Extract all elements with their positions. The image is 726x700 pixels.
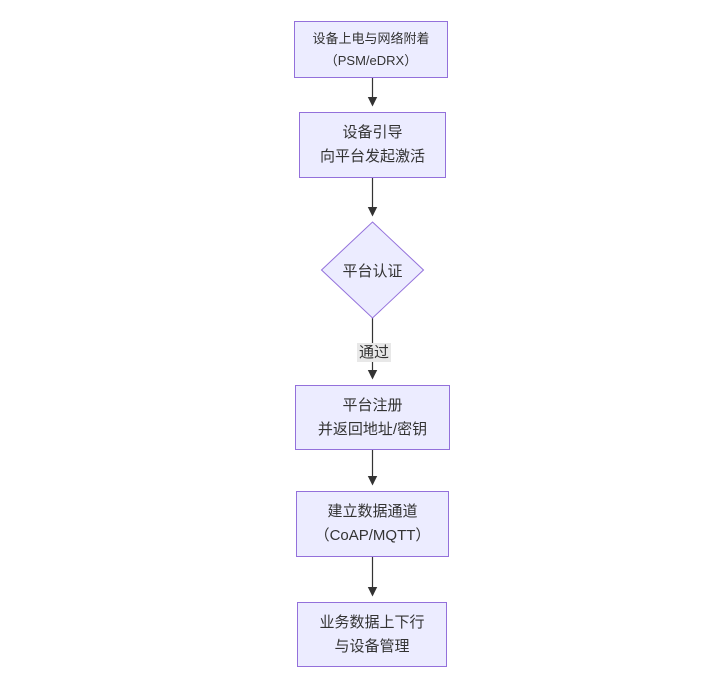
node-line: 并返回地址/密钥	[317, 420, 428, 438]
node-line: （CoAP/MQTT）	[314, 527, 431, 544]
node-line: 平台认证	[342, 262, 403, 280]
node-line: （PSM/eDRX）	[324, 52, 418, 68]
node-data-channel: 建立数据通道 （CoAP/MQTT）	[296, 491, 449, 557]
node-power-attach: 设备上电与网络附着 （PSM/eDRX）	[294, 21, 448, 78]
node-line: 业务数据上下行	[319, 613, 425, 631]
node-line: 与设备管理	[334, 637, 410, 655]
node-register: 平台注册 并返回地址/密钥	[295, 385, 450, 450]
decision-platform-auth: 平台认证	[322, 222, 423, 318]
node-line: 平台注册	[342, 396, 403, 414]
edge-label-pass: 通过	[357, 343, 392, 362]
node-line: 建立数据通道	[327, 503, 418, 520]
node-business-data: 业务数据上下行 与设备管理	[297, 602, 447, 667]
node-line: 向平台发起激活	[319, 148, 425, 165]
node-bootstrap: 设备引导 向平台发起激活	[299, 112, 446, 178]
node-line: 设备引导	[342, 124, 403, 141]
node-line: 设备上电与网络附着	[312, 30, 430, 46]
decision-platform-auth-shape	[320, 221, 425, 319]
